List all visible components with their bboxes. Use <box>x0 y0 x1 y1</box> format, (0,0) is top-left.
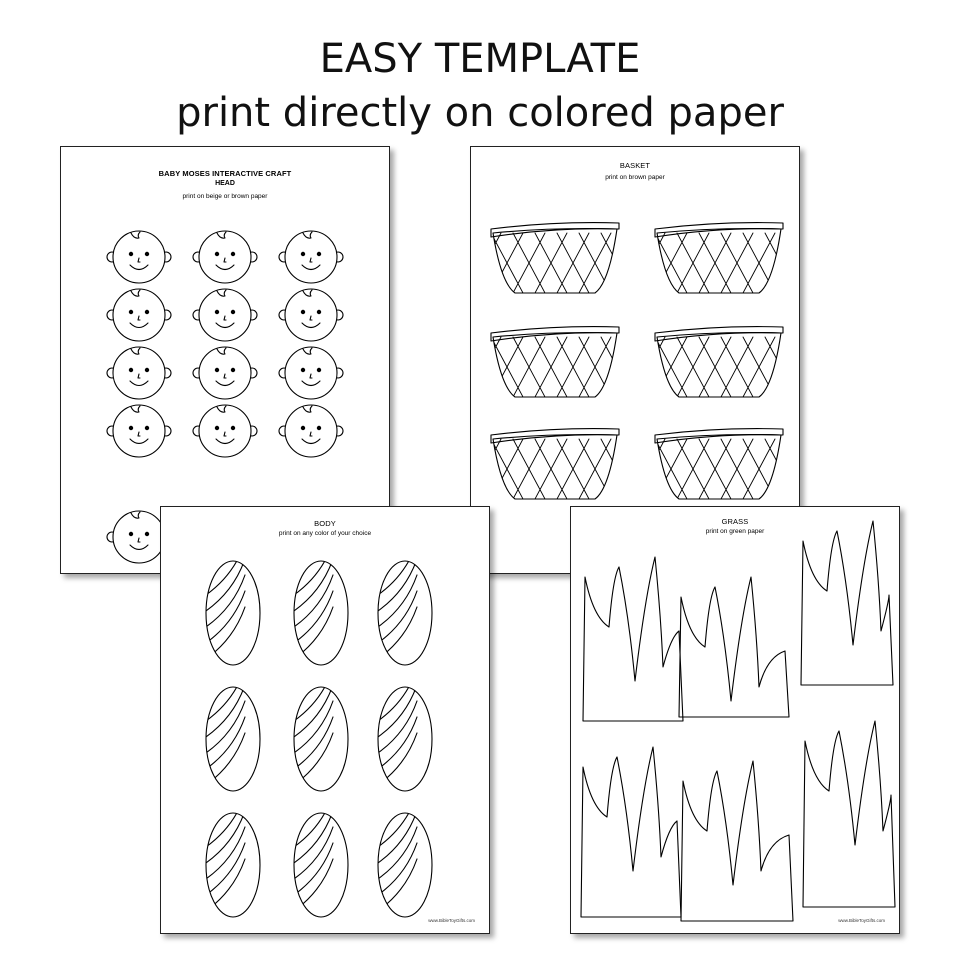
baby-head-grid <box>106 230 344 564</box>
grass-tuft-outline <box>800 520 894 686</box>
head-template-sheet: BABY MOSES INTERACTIVE CRAFT HEAD print … <box>60 146 390 574</box>
basket-outline <box>654 222 784 294</box>
swaddle-body-outline <box>377 686 433 792</box>
baby-head-outline <box>278 404 344 458</box>
head-sheet-subtitle: HEAD <box>215 180 235 187</box>
baby-head-outline <box>192 346 258 400</box>
head-sheet-title: BABY MOSES INTERACTIVE CRAFT <box>158 169 292 178</box>
baby-head-outline <box>106 230 172 284</box>
swaddle-body-outline <box>293 812 349 918</box>
baby-head-outline <box>278 346 344 400</box>
body-grid <box>205 560 433 918</box>
grass-tuft-outline <box>582 556 684 722</box>
grass-grid <box>580 520 896 922</box>
grass-sheet-footer: www.BibleToyGifts.com <box>838 918 885 923</box>
basket-outline <box>490 326 620 398</box>
swaddle-body-outline <box>377 560 433 666</box>
body-sheet-footer: www.BibleToyGifts.com <box>428 918 475 923</box>
baby-head-outline <box>106 288 172 342</box>
grass-tuft-outline <box>802 720 896 908</box>
baby-head-outline <box>278 288 344 342</box>
basket-sheet-instruction: print on brown paper <box>605 174 665 181</box>
grass-tuft-outline <box>580 746 682 918</box>
basket-sheet-title: BASKET <box>619 161 651 170</box>
swaddle-body-outline <box>293 686 349 792</box>
baby-head-outline <box>192 288 258 342</box>
grass-tuft-outline <box>680 760 794 922</box>
grass-template-sheet: GRASS print on green paper www.BibleToyG… <box>570 506 900 934</box>
basket-grid <box>490 222 784 500</box>
grass-tuft-outline <box>678 576 790 718</box>
body-sheet-instruction: print on any color of your choice <box>278 530 372 537</box>
basket-template-sheet: BASKET print on brown paper <box>470 146 800 574</box>
swaddle-body-outline <box>205 686 261 792</box>
baby-head-outline <box>278 230 344 284</box>
body-sheet-title: BODY <box>314 519 336 528</box>
page-title-line-2: print directly on colored paper <box>176 90 784 136</box>
basket-outline <box>654 326 784 398</box>
baby-head-outline <box>192 230 258 284</box>
baby-head-outline <box>106 346 172 400</box>
page-title-line-1: EASY TEMPLATE <box>319 36 641 82</box>
basket-outline <box>654 428 784 500</box>
grass-sheet-instruction: print on green paper <box>705 528 765 535</box>
baby-head-outline <box>192 404 258 458</box>
head-sheet-instruction: print on beige or brown paper <box>182 193 268 200</box>
swaddle-body-outline <box>377 812 433 918</box>
body-template-sheet: BODY print on any color of your choice w… <box>160 506 490 934</box>
swaddle-body-outline <box>205 812 261 918</box>
swaddle-body-outline <box>293 560 349 666</box>
swaddle-body-outline <box>205 560 261 666</box>
baby-head-outline <box>106 404 172 458</box>
grass-sheet-title: GRASS <box>721 517 749 526</box>
basket-outline <box>490 222 620 294</box>
